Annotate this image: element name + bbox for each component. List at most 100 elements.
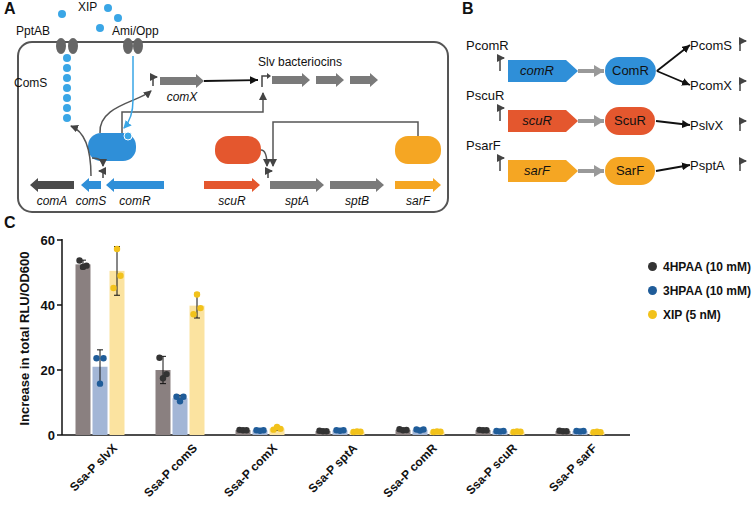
category-label: Ssa-P comS [141,441,200,500]
category-label: Ssa-P sptA [305,441,360,496]
node-text: sptA [270,194,324,208]
gene-arrow-shape [160,74,204,88]
legend-text: 3HPAA (10 mM) [663,284,751,298]
connector-arrow [656,165,690,171]
bar-series [277,426,283,432]
molecule-label: XIP [78,0,97,14]
axis-tick: 20 [41,363,55,378]
axis-tick: 20 [41,363,55,378]
bar-series [420,426,426,432]
panel-letter: C [4,214,16,231]
category-label: Ssa-P comX [221,441,280,500]
bar-series [163,371,169,377]
peptide-bead [96,24,104,32]
node-text: PcomR [466,38,509,53]
transporter [68,38,78,54]
gene-arrow-shape [106,178,164,192]
connector-arrow [578,169,604,173]
bar-series [243,427,249,433]
bar-series [100,355,106,361]
bar-series [83,262,89,268]
regulation-wire [261,150,267,166]
protein-shape [605,157,655,185]
promoter-symbol [740,121,746,131]
promoter-symbol [500,108,504,121]
promoter-symbol [99,41,746,178]
gene-arrow-shape [508,160,578,182]
promoter-label: PcomS [690,38,732,53]
protein-shape [605,107,655,135]
axis-tick: 40 [41,298,55,313]
protein-blob [88,132,441,164]
peptide-bead [63,104,71,112]
panel-letter: B [462,0,474,18]
axis-tick: 60 [41,233,55,248]
bar-series [117,273,123,279]
legend-swatch [648,310,657,319]
protein-shape: SarF [604,156,656,186]
connector-arrow [578,119,604,123]
node-text: comX [160,90,204,104]
bar-series [403,427,409,433]
bar-series [517,429,523,435]
connector-arrow [204,80,258,81]
gene-arrow: sptA [270,178,324,208]
node-text: PsptA [690,158,725,173]
peptide-bead [104,4,112,12]
gene-arrow-shape [81,178,101,192]
axis-tick: 0 [48,428,55,443]
molecule-label: Ami/Opp [112,24,159,38]
node-text: ScuR [604,106,656,136]
gene-arrow-shape [204,178,260,192]
gene-arrow-shape [350,73,378,87]
regulation-wire [273,122,418,166]
molecule-label: PptAB [16,24,50,38]
bar-series [93,355,99,361]
regulation-wire [71,91,418,176]
peptide-bead [63,114,71,122]
peptide-bead [63,64,71,72]
bar-series [500,428,506,434]
node-text: PcomX [690,78,732,93]
bar-series [597,429,603,435]
molecule-label: PptAB [16,24,50,38]
protein-shape: ComR [604,56,657,86]
gene-arrow-shape [81,178,101,192]
bar-series [180,394,186,400]
bar-series [110,285,116,291]
gene-arrow: scuR [204,178,260,208]
gene-arrow: comX [160,74,204,104]
cell-outline [18,42,448,212]
bar-series [190,306,205,435]
bar-series [483,427,489,433]
bar-series [197,305,203,311]
node-text: comA [30,194,74,208]
promoter-symbol [740,161,746,171]
transporter [56,38,66,54]
connector-arrow [578,69,604,73]
gene-arrow: comA [30,178,74,208]
protein-blob [124,132,132,140]
node-text: PscuR [466,88,504,103]
regulation-wire [71,126,91,176]
node-text: comR [508,60,578,82]
protein-shape: ScuR [604,106,656,136]
legend-entry: 4HPAA (10 mM) [648,260,751,274]
legend-text: 4HPAA (10 mM) [663,260,751,274]
panel-letter: C [4,214,16,232]
category-label: Ssa-P scuR [463,441,519,497]
gene-cluster: Slv bacteriocins [258,55,380,87]
gene-arrow: comS [74,178,109,208]
transporter [133,38,143,54]
connector-arrow [656,121,690,125]
node-text: PsarF [466,138,501,153]
category-label: Ssa-P comS [141,441,200,500]
bar-series [114,246,120,252]
node-text: sptB [330,194,384,208]
gene-arrow-shape [270,178,324,192]
promoter-symbol [740,81,746,91]
gene-arrow: comR [106,178,164,208]
connector-arrow [657,71,690,85]
promoter-label: PcomX [690,78,732,93]
bar-series [194,291,200,297]
